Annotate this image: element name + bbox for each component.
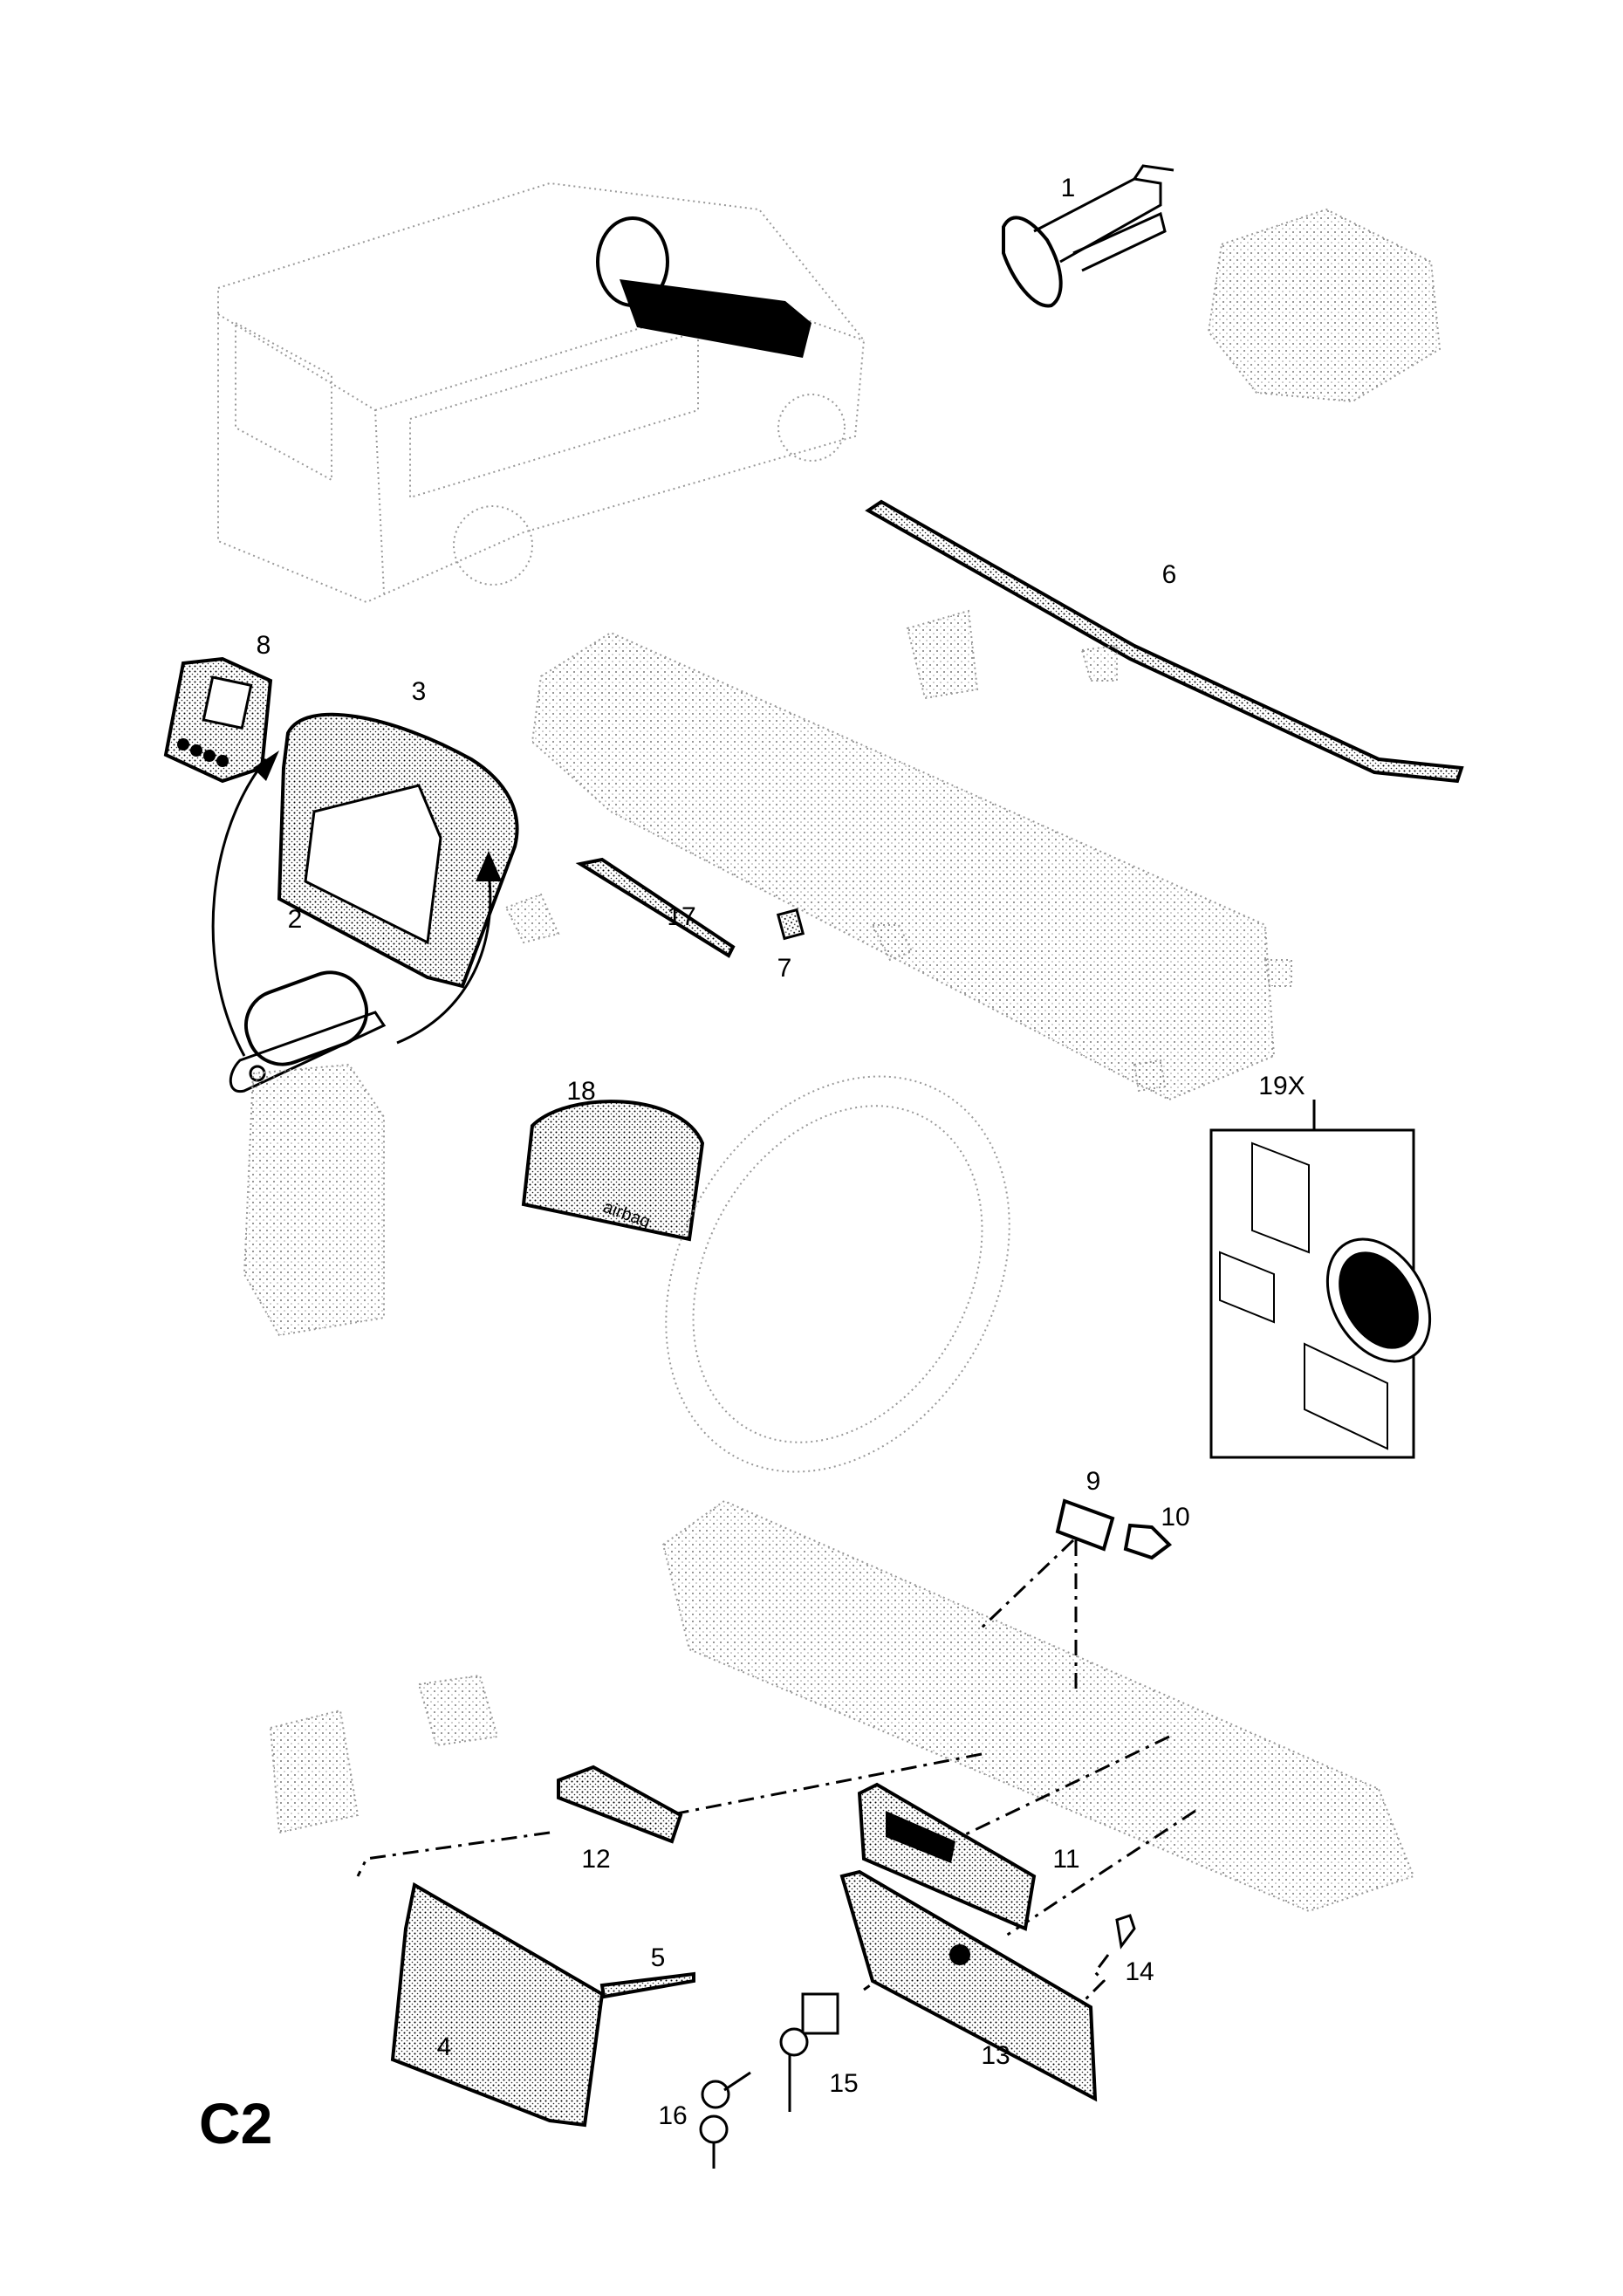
- dashboard-ghost-lower: [269, 1499, 1415, 1913]
- page-code: C2: [199, 2091, 273, 2155]
- part-12-ashtray: [557, 1765, 683, 1844]
- callout-7: 7: [777, 954, 792, 983]
- part-6-trim-strip: [865, 499, 1464, 784]
- part-8-clock-display: [163, 656, 273, 784]
- assembly-arrows: [211, 750, 502, 1057]
- part-17-vent-trim: [575, 857, 736, 958]
- callout-6: 6: [1161, 560, 1177, 589]
- leader-lines: [356, 1539, 1196, 2013]
- part-16-key-set: [699, 2071, 751, 2169]
- part-5-glovebox-light: [599, 1971, 695, 1999]
- part-1-switch: [1002, 164, 1174, 308]
- callout-14: 14: [1125, 1957, 1154, 1986]
- callout-10: 10: [1161, 1503, 1190, 1532]
- callout-13: 13: [981, 2041, 1010, 2070]
- part-18-steering-airbag: airbag: [521, 1100, 705, 1242]
- callout-15: 15: [829, 2069, 859, 2098]
- part-10-clip: [1123, 1523, 1173, 1560]
- part-15-lock-cylinder: [779, 1992, 839, 2112]
- callout-19x: 19X: [1258, 1072, 1305, 1100]
- label-set-box: [1209, 1100, 1432, 1459]
- part-4-glovebox: [390, 1881, 605, 2128]
- callout-2: 2: [287, 905, 303, 934]
- part-14-screw: [1115, 1914, 1136, 1950]
- part-11-storage-tray: [857, 1782, 1037, 1931]
- callout-8: 8: [256, 631, 271, 660]
- switch-panel-ghost: [1207, 208, 1442, 403]
- callout-12: 12: [581, 1845, 611, 1874]
- callout-4: 4: [436, 2032, 452, 2061]
- part-13-glovebox-lid: [839, 1869, 1098, 2102]
- callout-16: 16: [658, 2101, 688, 2130]
- seatbelt-ghost: [243, 1063, 385, 1337]
- part-7-clip: [776, 908, 805, 941]
- part-3-cluster-cover: [277, 712, 519, 989]
- part-9-switch-blank: [1055, 1498, 1115, 1552]
- callout-18: 18: [566, 1077, 596, 1106]
- van-outline: [217, 182, 866, 604]
- steering-wheel-ghost: [665, 1075, 1010, 1473]
- dashboard-ghost-upper: [504, 609, 1292, 1101]
- callout-17: 17: [667, 902, 696, 931]
- callout-9: 9: [1085, 1467, 1101, 1496]
- callout-3: 3: [411, 677, 427, 706]
- callout-1: 1: [1060, 174, 1076, 202]
- callout-11: 11: [1052, 1845, 1080, 1874]
- callout-5: 5: [650, 1943, 666, 1972]
- dashboard-highlight-in-van: [596, 216, 812, 358]
